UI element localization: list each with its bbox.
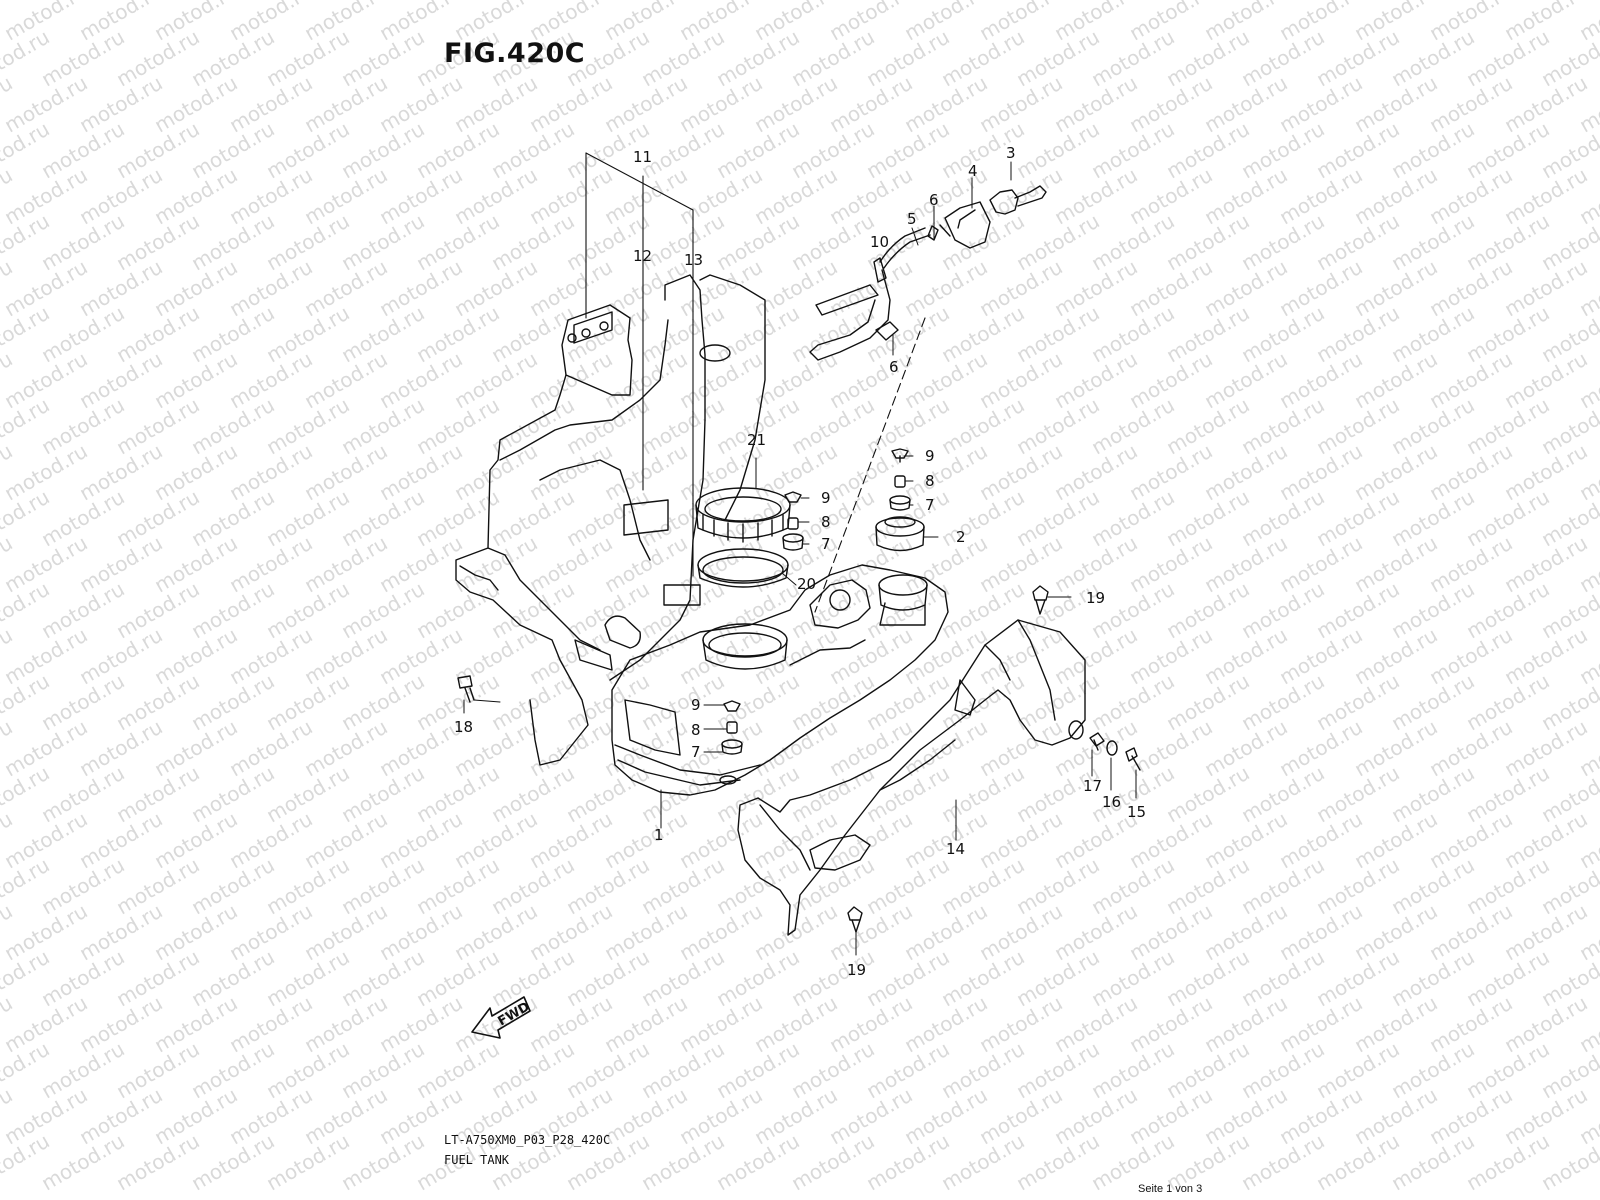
callout-part-15: 15 [1127,803,1146,821]
page-indicator: Seite 1 von 3 [1138,1183,1203,1195]
callout-part-14: 14 [946,840,965,858]
leader-lines-11-13 [585,152,694,577]
callout-part-20: 20 [797,575,816,593]
dashed-guide-line [814,317,926,613]
callout-part-7-right: 7 [925,496,935,514]
clip-19-lower [847,906,863,933]
callout-part-6-upper: 6 [929,191,939,209]
callout-part-19-upper: 19 [1086,589,1105,607]
callout-part-10: 10 [870,233,889,251]
callout-part-9-lower: 9 [691,696,701,714]
callout-part-9-right: 9 [925,447,935,465]
fuel-pump-rings [695,487,791,588]
fastener-group-upper-right [889,448,911,511]
fwd-arrow-icon [471,996,531,1039]
figure-title: FIG.420C [444,38,586,69]
callout-leaders [463,161,1137,956]
front-cover-bracket [737,619,1086,936]
rear-frame-bracket [455,274,766,766]
callout-part-21: 21 [747,431,766,449]
callout-part-5: 5 [907,210,917,228]
callout-part-7-lower: 7 [691,743,701,761]
callout-part-6-lower: 6 [889,358,899,376]
model-code: LT-A750XM0_P03_P28_420C [444,1133,611,1147]
callout-part-7-mid: 7 [821,535,831,553]
fuel-tank-body [611,564,949,796]
callout-part-13: 13 [684,251,703,269]
callout-part-19-lower: 19 [847,961,866,979]
breather-hose-assembly [809,185,1047,361]
callout-part-8-right: 8 [925,472,935,490]
clip-19-upper [1032,585,1049,615]
callout-part-2: 2 [956,528,966,546]
fastener-group-mid [782,491,804,551]
callout-part-1: 1 [654,826,664,844]
callout-part-8-lower: 8 [691,721,701,739]
diagram-caption: FUEL TANK [444,1153,510,1167]
callout-part-3: 3 [1006,144,1016,162]
fwd-label: FWD [496,999,533,1029]
callout-part-17: 17 [1083,777,1102,795]
callout-part-11: 11 [633,148,652,166]
fuel-cap [875,516,925,552]
callout-part-9-mid: 9 [821,489,831,507]
hardware-15-16-17 [1089,732,1141,771]
bolt-18 [457,675,475,703]
callout-numbers: 1 2 3 4 5 6 6 7 7 7 8 8 8 9 9 9 10 11 12… [454,144,1146,979]
callout-part-4: 4 [968,162,978,180]
callout-part-16: 16 [1102,793,1121,811]
callout-part-8-mid: 8 [821,513,831,531]
callout-part-12: 12 [633,247,652,265]
callout-part-18: 18 [454,718,473,736]
fastener-group-lower [721,700,743,755]
